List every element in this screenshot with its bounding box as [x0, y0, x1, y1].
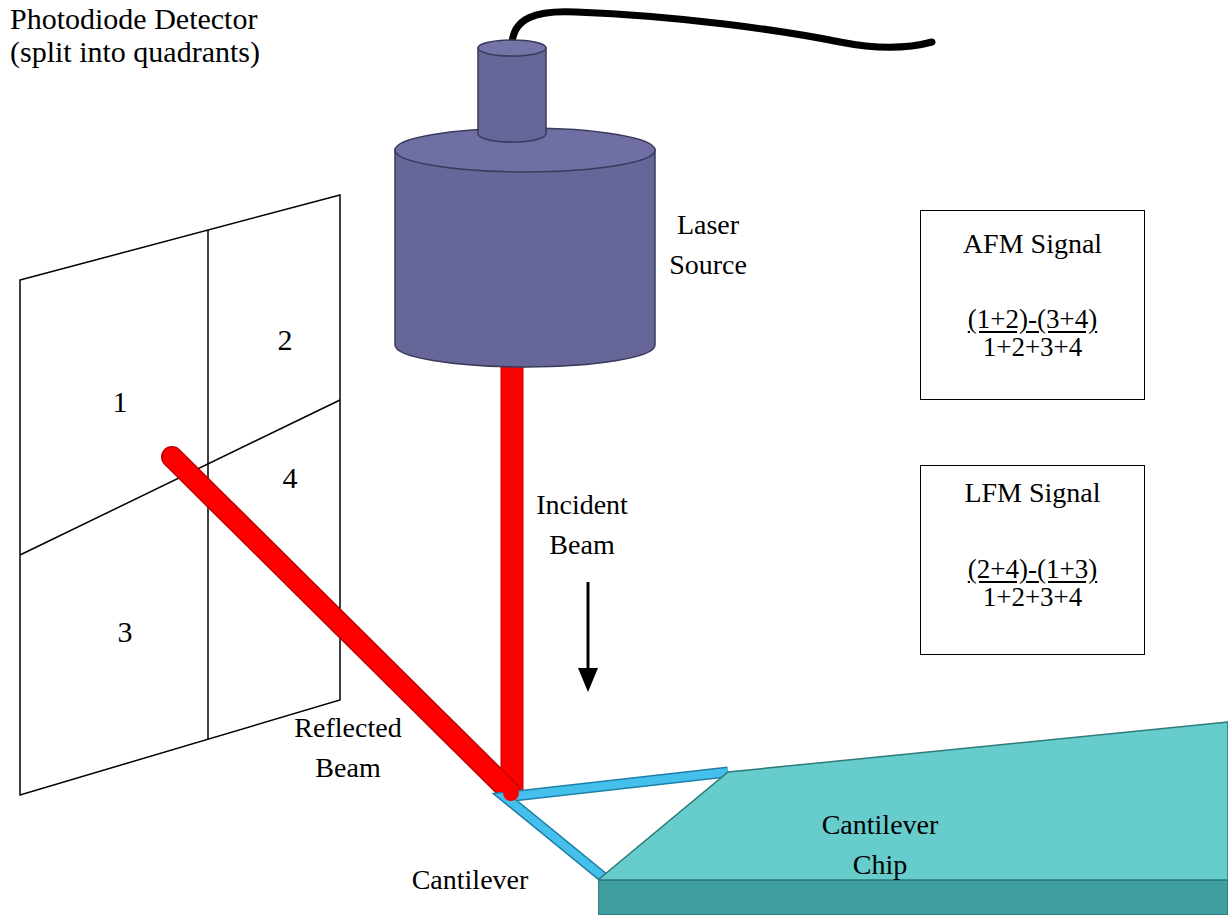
laser-cable	[512, 12, 932, 48]
formula-denominator: 1+2+3+4	[983, 332, 1083, 362]
chip-label: Cantilever Chip	[822, 805, 939, 885]
photodiode-detector	[20, 195, 340, 795]
signal-box: AFM Signal (1+2)-(3+4)1+2+3+4	[920, 210, 1145, 400]
laser-cap	[478, 48, 546, 142]
box-heading: LFM Signal	[964, 477, 1100, 509]
formula-numerator: (2+4)-(1+3)	[968, 554, 1097, 584]
formula-numerator: (1+2)-(3+4)	[968, 304, 1097, 334]
beam-label: Reflected Beam	[294, 708, 401, 788]
chip-front-face	[598, 880, 1228, 915]
direction-arrow	[587, 582, 590, 670]
reflected-beam-edge	[172, 457, 510, 792]
laser-cap-top	[478, 40, 546, 56]
chip-top-face	[598, 722, 1228, 880]
reflected-beam	[172, 457, 510, 792]
formula-denominator: 1+2+3+4	[983, 582, 1083, 612]
part-label: Laser Source	[669, 205, 747, 285]
quadrant-number: 2	[278, 323, 293, 357]
detector-title: Photodiode Detector (split into quadrant…	[10, 2, 300, 68]
cantilever-chip: Cantilever Chip	[598, 700, 1228, 915]
laser-body	[395, 150, 655, 367]
arrow-head	[578, 668, 598, 692]
beam-label: Incident Beam	[536, 485, 628, 565]
quadrant-number: 1	[113, 385, 128, 419]
signal-box: LFM Signal (2+4)-(1+3)1+2+3+4	[920, 465, 1145, 655]
part-label: Cantilever	[412, 860, 529, 900]
incident-beam	[501, 360, 523, 794]
quadrant-number: 3	[118, 615, 133, 649]
quadrant-number: 4	[283, 461, 298, 495]
chip-shape	[598, 700, 1228, 915]
laser-spot	[503, 785, 519, 801]
box-heading: AFM Signal	[963, 228, 1102, 260]
